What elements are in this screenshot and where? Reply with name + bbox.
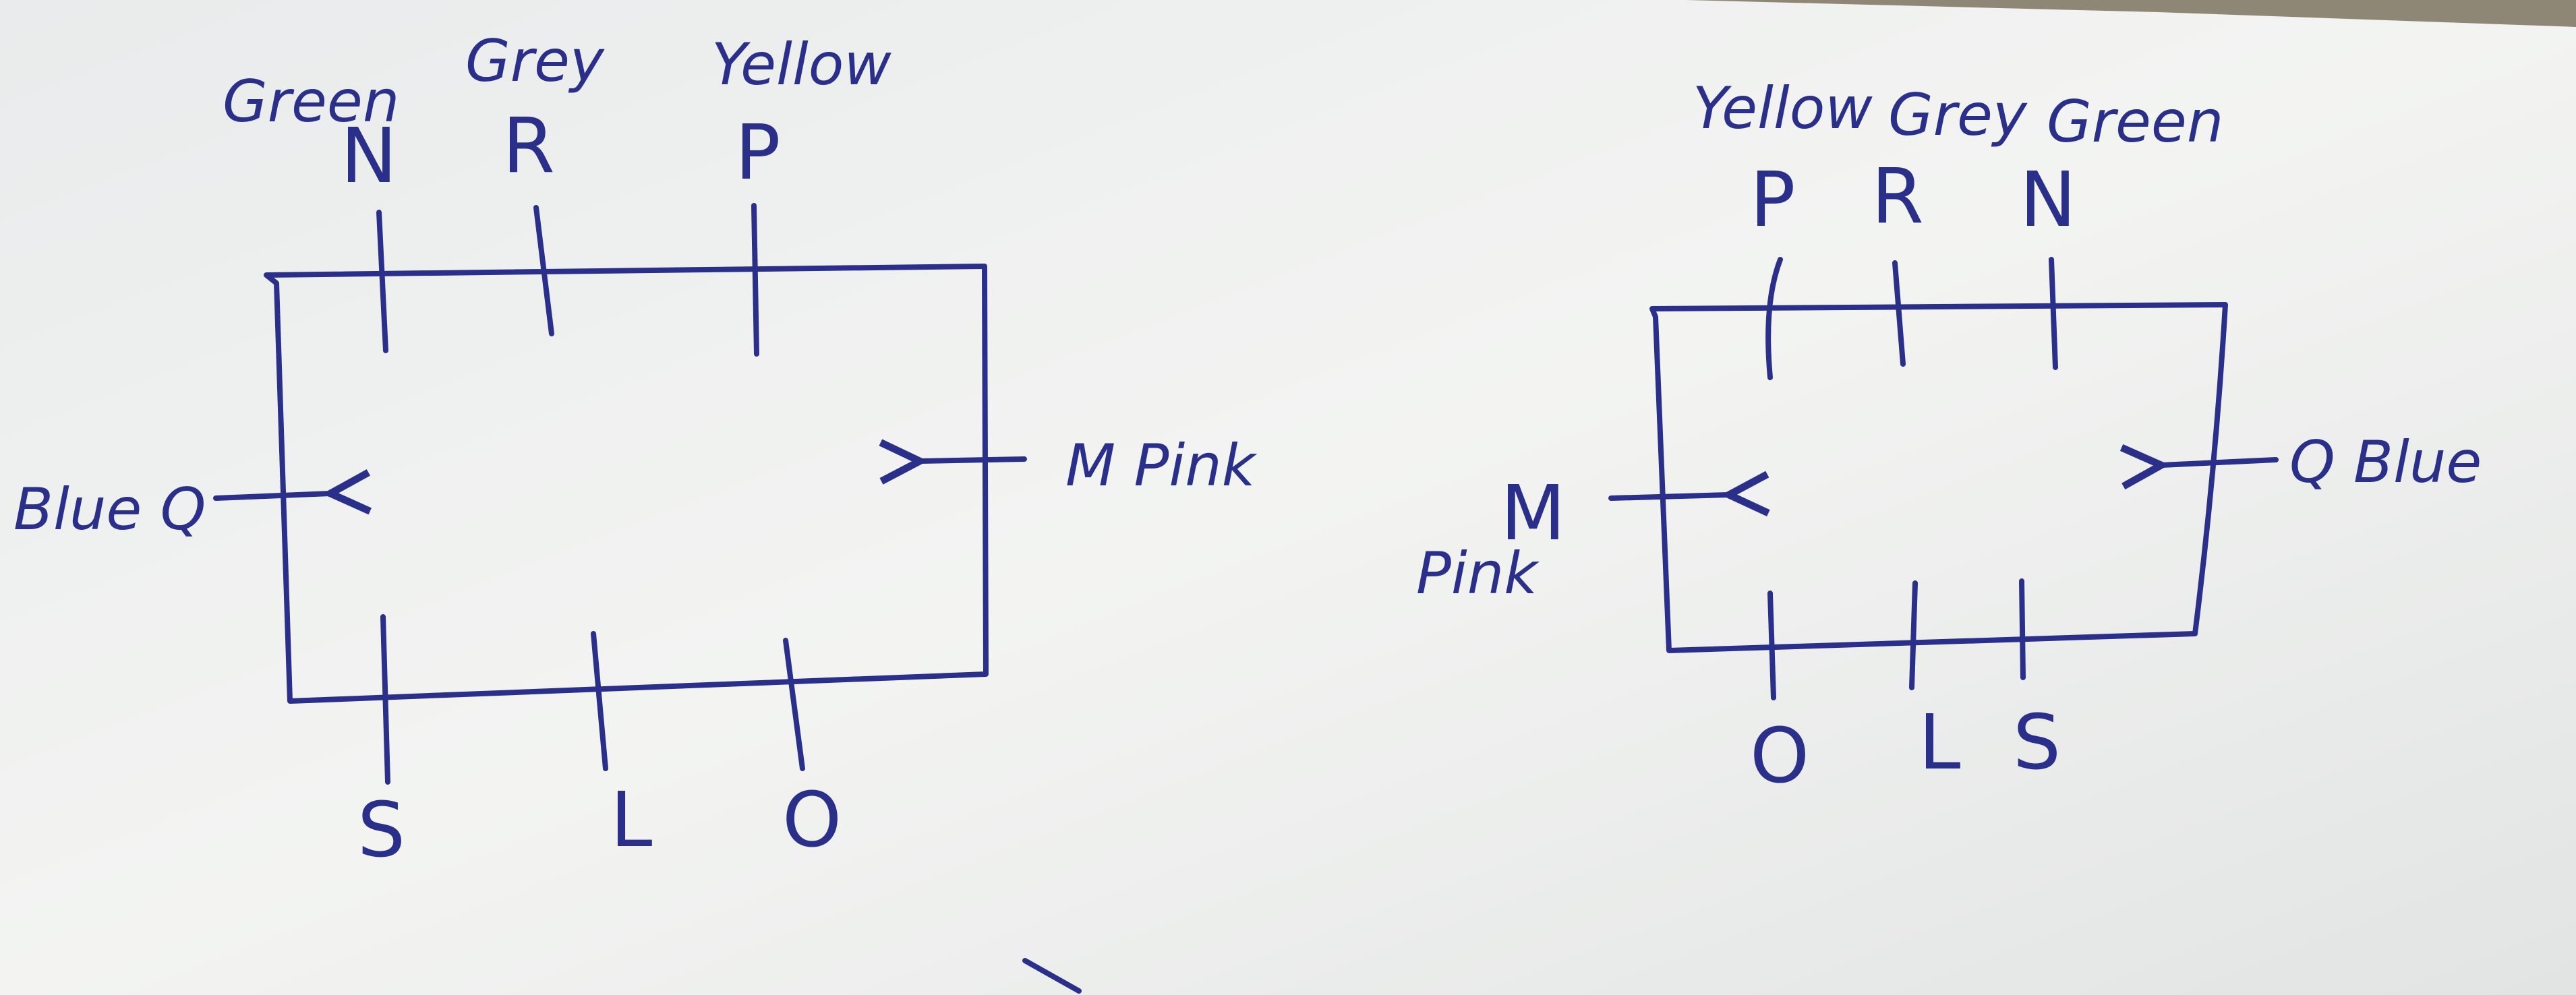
right-right-label: Q Blue: [2289, 429, 2482, 496]
right-top-color-yellow: Yellow: [1693, 75, 1873, 142]
right-top-letter-p: P: [1750, 156, 1796, 244]
left-wire-r: [533, 205, 554, 336]
left-top-letter-p: P: [735, 109, 781, 197]
right-wire-p: [1765, 257, 1783, 380]
right-wire-r: [1892, 260, 1906, 367]
left-top-color-grey: Grey: [465, 28, 605, 95]
right-top-letter-n: N: [2020, 156, 2076, 244]
right-wire-s: [2019, 578, 2026, 680]
right-rectangle: [1649, 302, 2228, 653]
left-arrow-q: [213, 493, 330, 498]
left-wire-o: [783, 638, 805, 771]
right-wire-n: [2049, 257, 2058, 370]
paper-corner-shadow: [1686, 0, 2576, 27]
left-arrow-m: [920, 459, 1027, 461]
left-rectangle: [264, 264, 989, 704]
right-arrow-q: [2161, 460, 2279, 465]
right-top-color-green: Green: [2047, 88, 2223, 156]
left-top-letter-n: N: [341, 113, 397, 200]
right-wire-l: [1909, 580, 1918, 690]
left-right-label: M Pink: [1065, 432, 1258, 500]
left-wire-p: [751, 203, 759, 357]
left-bottom-letter-s: S: [357, 787, 405, 874]
left-bottom-letter-o: O: [782, 777, 842, 864]
left-top-color-yellow: Yellow: [711, 31, 891, 98]
right-bottom-letter-l: L: [1919, 699, 1960, 787]
right-wire-o: [1767, 591, 1776, 700]
right-top-letter-r: R: [1871, 153, 1924, 241]
right-bottom-letter-s: S: [2013, 699, 2061, 787]
right-top-color-grey: Grey: [1888, 82, 2028, 149]
left-top-letter-r: R: [502, 102, 555, 190]
left-diagram: Green Grey Yellow N R P M Pink Blue Q S …: [13, 28, 1258, 874]
left-top-color-green: Green: [223, 68, 399, 135]
right-left-color: Pink: [1416, 540, 1540, 607]
right-diagram: Yellow Grey Green P R N Q Blue M Pink O …: [1416, 75, 2482, 800]
stray-pen-stroke: [1022, 958, 1082, 994]
right-arrow-m: [1608, 495, 1729, 498]
left-wire-l: [591, 631, 608, 771]
right-bottom-letter-o: O: [1750, 713, 1809, 800]
right-left-letter: M: [1500, 470, 1566, 557]
left-bottom-letter-l: L: [610, 777, 652, 864]
left-wire-n: [376, 210, 388, 353]
left-left-label: Blue Q: [13, 476, 206, 543]
left-wire-s: [380, 614, 390, 785]
